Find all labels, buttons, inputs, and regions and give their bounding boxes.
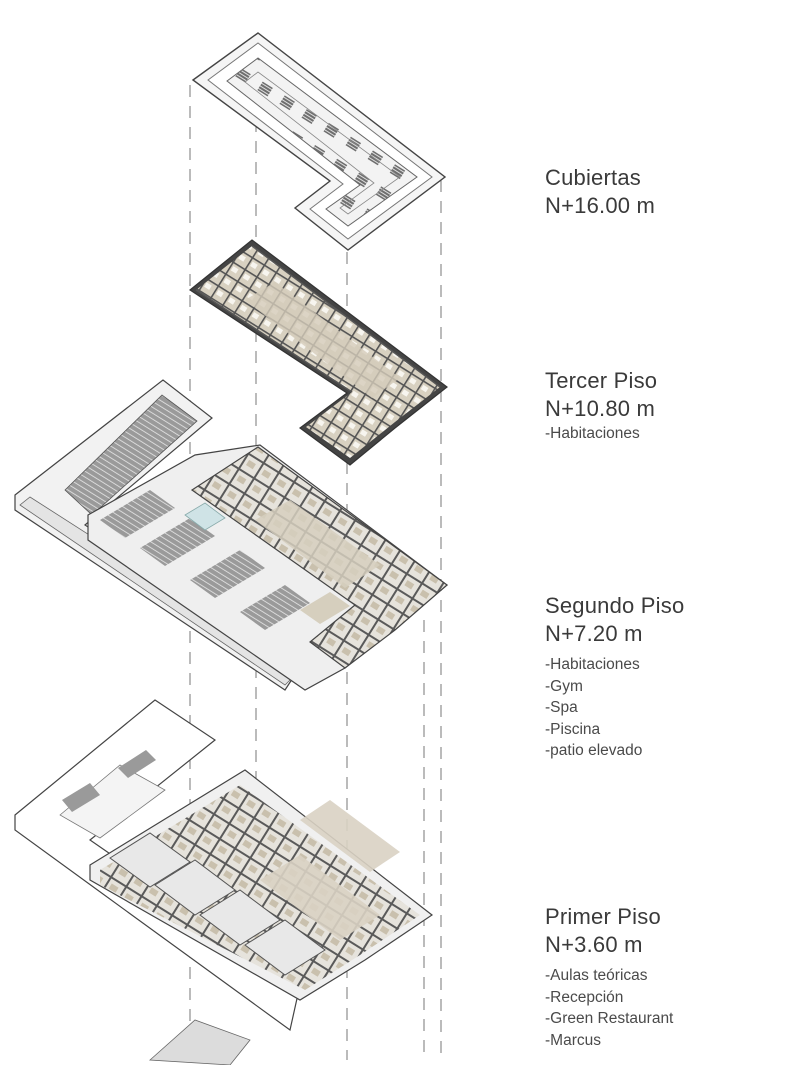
level-name: Primer Piso — [545, 904, 661, 929]
level-label-second-floor: Segundo Piso N+7.20 m -Habitaciones -Gym… — [545, 592, 684, 762]
level-name: Cubiertas — [545, 165, 641, 190]
roof-plan — [191, 32, 447, 251]
level-elevation: N+7.20 m — [545, 621, 643, 646]
level-label-third-floor: Tercer Piso N+10.80 m -Habitaciones — [545, 367, 657, 445]
level-label-first-floor: Primer Piso N+3.60 m -Aulas teóricas -Re… — [545, 903, 673, 1051]
second-floor-plan — [14, 379, 448, 691]
level-name: Segundo Piso — [545, 593, 685, 618]
program-item: -Green Restaurant — [545, 1010, 674, 1027]
program-item: -patio elevado — [545, 742, 643, 759]
program-item: -Habitaciones — [545, 656, 640, 673]
program-item: -Recepción — [545, 988, 624, 1006]
level-name: Tercer Piso — [545, 368, 658, 393]
program-list: -Habitaciones -Gym -Spa -Piscina -patio … — [545, 654, 684, 762]
level-elevation: N+10.80 m — [545, 396, 656, 421]
program-list: -Aulas teóricas -Recepción -Green Restau… — [545, 965, 673, 1051]
program-item: -Piscina — [545, 720, 601, 738]
program-item: -Gym — [545, 677, 583, 695]
first-floor-plan — [14, 699, 434, 1065]
program-item: -Aulas teóricas — [545, 967, 648, 984]
program-item: -Spa — [545, 699, 578, 716]
level-label-roof: Cubiertas N+16.00 m — [545, 164, 655, 220]
program-item: -Habitaciones — [545, 425, 640, 442]
third-floor-plan — [188, 239, 448, 466]
level-elevation: N+16.00 m — [545, 193, 656, 218]
program-list: -Habitaciones — [545, 423, 657, 445]
program-item: -Marcus — [545, 1031, 601, 1049]
level-elevation: N+3.60 m — [545, 932, 643, 957]
